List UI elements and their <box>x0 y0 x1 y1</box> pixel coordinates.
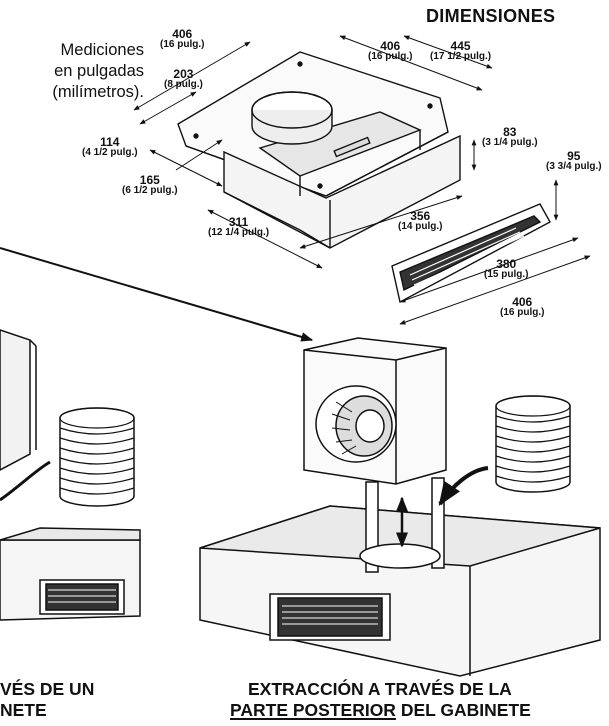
units-note: Mediciones en pulgadas (milímetros). <box>8 40 144 103</box>
dimension-label: 445 (17 1/2 pulg.) <box>430 39 492 62</box>
right-caption-line-1: EXTRACCIÓN A TRAVÉS DE LA <box>248 679 512 699</box>
right-caption: EXTRACCIÓN A TRAVÉS DE LA PARTE POSTERIO… <box>230 679 531 722</box>
right-cabinet-scene <box>199 337 601 677</box>
dimension-label: 356 (14 pulg.) <box>398 209 443 232</box>
units-note-line-2: en pulgadas <box>54 62 144 81</box>
grille-panel <box>391 203 551 304</box>
dimension-label: 114 (4 1/2 pulg.) <box>82 135 138 158</box>
units-note-line-1: Mediciones <box>60 41 144 59</box>
right-caption-line-2: PARTE POSTERIOR DEL GABINETE <box>230 700 531 721</box>
dimension-label: 406 (16 pulg.) <box>368 39 413 62</box>
right-caption-underlined: PARTE POSTERIOR <box>230 700 396 721</box>
dimension-label: 406 (16 pulg.) <box>500 295 545 318</box>
dimension-label: 203 (8 pulg.) <box>164 67 203 90</box>
dimension-lines <box>133 35 591 325</box>
left-caption: VÉS DE UN NETE <box>0 679 94 722</box>
left-caption-line-2: NETE <box>0 700 47 721</box>
dimension-label: 83 (3 1/4 pulg.) <box>482 125 538 148</box>
left-cabinet-scene <box>0 329 141 621</box>
dimension-label: 311 (12 1/4 pulg.) <box>208 215 270 238</box>
dimension-label: 406 (16 pulg.) <box>160 27 205 50</box>
diagram-title: DIMENSIONES <box>426 6 556 26</box>
units-note-line-3: (milímetros). <box>52 83 144 102</box>
pointer-arrow <box>0 247 314 342</box>
dimension-label: 165 (6 1/2 pulg.) <box>122 173 178 196</box>
dimension-label: 380 (15 pulg.) <box>484 257 529 280</box>
dimension-label: 95 (3 3/4 pulg.) <box>546 149 602 172</box>
right-caption-rest: DEL GABINETE <box>395 700 531 721</box>
left-caption-line-1: VÉS DE UN <box>0 679 95 699</box>
